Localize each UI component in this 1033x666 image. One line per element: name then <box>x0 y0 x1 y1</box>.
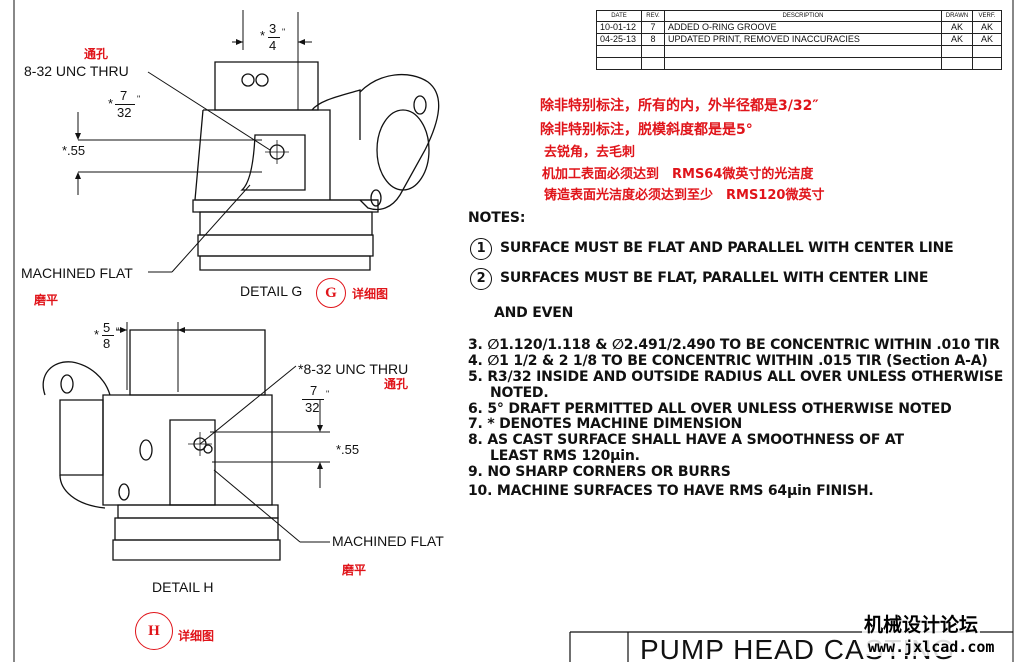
detail-g-dim-mid-inch: " <box>137 94 141 104</box>
detail-g-dim-mid-fraction-bar <box>115 104 135 105</box>
detail-h-flat-label: MACHINED FLAT <box>332 533 444 549</box>
note-3: 3. ∅1.120/1.118 & ∅2.491/2.490 TO BE CON… <box>468 337 1000 353</box>
detail-g-dim-top-den: 4 <box>269 38 277 53</box>
note-9: 9. NO SHARP CORNERS OR BURRS <box>468 464 731 480</box>
detail-h-dim-top-den: 8 <box>103 336 111 351</box>
detail-h-dim-top-fraction-bar <box>102 335 114 336</box>
detail-h-thread-label: *8-32 UNC THRU <box>298 361 409 377</box>
detail-g-letter-circle: G <box>316 278 346 308</box>
table-row: 04-25-13 8 UPDATED PRINT, REMOVED INACCU… <box>596 33 1002 46</box>
note-5: 5. R3/32 INSIDE AND OUTSIDE RADIUS ALL O… <box>468 369 1004 385</box>
detail-g-dim-top-inch: " <box>282 27 286 37</box>
note-5-continued: NOTED. <box>490 385 549 401</box>
detail-h-dim-top-inch: " <box>116 326 120 336</box>
rev-cell-verf: AK <box>972 33 1002 46</box>
detail-h-dimensions <box>116 322 330 543</box>
rev-header-date: DATE <box>596 10 642 22</box>
detail-h-dim-mid-den: 32 <box>305 400 320 415</box>
rev-cell-verf: AK <box>972 21 1002 34</box>
note-2-number: 2 <box>470 268 492 290</box>
detail-g-part <box>192 61 440 271</box>
watermark-url: www.jxlcad.com <box>866 638 997 656</box>
revision-table: DATE REV. DESCRIPTION DRAWN VERF. 10-01-… <box>596 10 1002 70</box>
note-2-text: SURFACES MUST BE FLAT, PARALLEL WITH CEN… <box>500 270 929 286</box>
table-row-empty <box>596 57 1002 70</box>
detail-g-dim-055: *.55 <box>62 143 86 158</box>
note-10: 10. MACHINE SURFACES TO HAVE RMS 64μin F… <box>468 483 874 499</box>
dimension-arrowheads <box>75 39 323 469</box>
rev-header-drawn: DRAWN <box>941 10 973 22</box>
notes-heading: NOTES: <box>468 210 526 226</box>
table-row: 10-01-12 7 ADDED O-RING GROOVE AK AK <box>596 21 1002 34</box>
rev-cell-drawn: AK <box>941 21 973 34</box>
cn-note-5: 铸造表面光洁度必须达到至少 RMS120微英寸 <box>544 188 825 203</box>
note-1-text: SURFACE MUST BE FLAT AND PARALLEL WITH C… <box>500 240 954 256</box>
revision-table-header: DATE REV. DESCRIPTION DRAWN VERF. <box>596 10 1002 22</box>
note-6: 6. 5° DRAFT PERMITTED ALL OVER UNLESS OT… <box>468 401 952 417</box>
rev-cell-date: 10-01-12 <box>596 21 642 34</box>
detail-h-flat-cn: 磨平 <box>342 563 367 577</box>
rev-cell-rev: 7 <box>641 21 665 34</box>
cn-note-2: 除非特别标注，脱模斜度都是是5° <box>540 122 753 138</box>
detail-h-letter-circle: H <box>135 612 173 650</box>
note-2: 2 SURFACES MUST BE FLAT, PARALLEL WITH CE… <box>470 268 928 290</box>
note-4: 4. ∅1 1/2 & 2 1/8 TO BE CONCENTRIC WITHI… <box>468 353 988 369</box>
detail-h-title: DETAIL H <box>152 579 214 595</box>
rev-header-rev: REV. <box>641 10 665 22</box>
cn-note-3: 去锐角，去毛刺 <box>544 145 636 160</box>
detail-h-dim-mid-num: 7 <box>310 383 318 398</box>
detail-h-title-cn: 详细图 <box>178 629 215 643</box>
detail-h-part <box>42 329 281 561</box>
detail-h-dim-mid-fraction-bar <box>302 399 324 400</box>
detail-h-dim-top-star: * <box>94 327 100 342</box>
detail-g-dimensions <box>77 10 312 273</box>
detail-g-title: DETAIL G <box>240 283 303 299</box>
note-8-continued: LEAST RMS 120μin. <box>490 448 640 464</box>
rev-cell-description: ADDED O-RING GROOVE <box>664 21 942 34</box>
detail-g-dim-mid-star: * <box>108 96 114 111</box>
rev-header-description: DESCRIPTION <box>664 10 942 22</box>
rev-cell-date: 04-25-13 <box>596 33 642 46</box>
rev-header-verf: VERF. <box>972 10 1002 22</box>
detail-g-flat-cn: 磨平 <box>34 293 59 307</box>
note-7: 7. * DENOTES MACHINE DIMENSION <box>468 416 743 432</box>
rev-cell-description: UPDATED PRINT, REMOVED INACCURACIES <box>664 33 942 46</box>
detail-g-dim-top-fraction-bar <box>268 37 280 38</box>
cn-note-1: 除非特别标注，所有的内，外半径都是3/32″ <box>540 98 819 114</box>
table-row-empty <box>596 45 1002 58</box>
detail-h-dim-055: *.55 <box>336 442 360 457</box>
detail-g-dim-mid-num: 7 <box>120 88 128 103</box>
detail-g-dim-mid-den: 32 <box>117 105 132 120</box>
detail-g-thread-cn: 通孔 <box>84 47 109 61</box>
detail-h-dim-top-num: 5 <box>103 320 111 335</box>
detail-g-dim-top-star: * <box>260 28 266 43</box>
detail-g-thread-label: 8-32 UNC THRU <box>24 63 129 79</box>
cn-note-4: 机加工表面必须达到 RMS64微英寸的光洁度 <box>542 167 814 182</box>
note-1: 1 SURFACE MUST BE FLAT AND PARALLEL WITH … <box>470 238 954 260</box>
detail-h-dim-mid-inch: " <box>326 389 330 399</box>
note-1-number: 1 <box>470 238 492 260</box>
rev-cell-drawn: AK <box>941 33 973 46</box>
detail-g-flat-label: MACHINED FLAT <box>21 265 133 281</box>
detail-g-title-cn: 详细图 <box>352 287 389 301</box>
note-2-continued: AND EVEN <box>494 305 574 321</box>
rev-cell-rev: 8 <box>641 33 665 46</box>
detail-h-thread-cn: 通孔 <box>384 377 409 391</box>
note-8: 8. AS CAST SURFACE SHALL HAVE A SMOOTHNE… <box>468 432 904 448</box>
detail-g-dim-top-num: 3 <box>269 21 277 36</box>
watermark-cn: 机械设计论坛 <box>862 610 981 637</box>
